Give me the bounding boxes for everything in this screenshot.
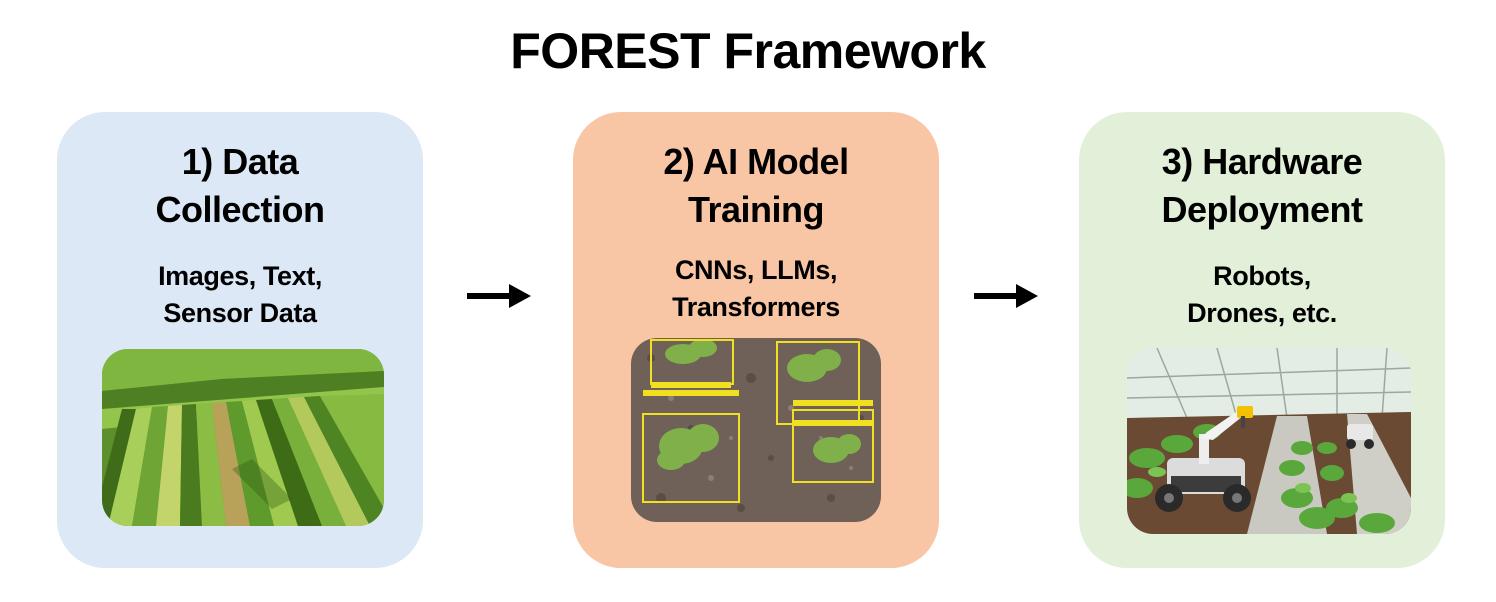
- diagram-title: FOREST Framework: [510, 23, 986, 79]
- step-title: 2) AI Model Training: [573, 138, 939, 234]
- step-subtitle-line: Sensor Data: [163, 298, 317, 328]
- step-title-line: Deployment: [1161, 189, 1363, 230]
- step-subtitle-line: Drones, etc.: [1187, 298, 1337, 328]
- arrow-right-icon: [974, 281, 1038, 311]
- step-subtitle-line: Robots,: [1213, 261, 1311, 291]
- step-subtitle: Robots, Drones, etc.: [1079, 258, 1445, 332]
- arrow-right-icon: [467, 281, 531, 311]
- step-title-line: 3) Hardware: [1161, 141, 1363, 182]
- greenhouse-robot-photo: [1127, 348, 1411, 534]
- step-title: 1) Data Collection: [57, 138, 423, 234]
- aerial-farmland-photo: [102, 349, 384, 526]
- step-title-line: 2) AI Model: [663, 141, 849, 182]
- step-subtitle-line: Images, Text,: [158, 261, 322, 291]
- step-subtitle: Images, Text, Sensor Data: [57, 258, 423, 332]
- step-subtitle: CNNs, LLMs, Transformers: [573, 252, 939, 326]
- step-card-data-collection: 1) Data Collection Images, Text, Sensor …: [57, 112, 423, 568]
- step-title: 3) Hardware Deployment: [1079, 138, 1445, 234]
- step-card-hardware-deployment: 3) Hardware Deployment Robots, Drones, e…: [1079, 112, 1445, 568]
- step-subtitle-line: Transformers: [672, 292, 840, 322]
- step-card-ai-model-training: 2) AI Model Training CNNs, LLMs, Transfo…: [573, 112, 939, 568]
- step-title-line: 1) Data: [181, 141, 299, 182]
- step-title-line: Training: [687, 189, 825, 230]
- step-title-line: Collection: [155, 189, 325, 230]
- step-subtitle-line: CNNs, LLMs,: [674, 255, 838, 285]
- lettuce-detection-photo: [631, 338, 881, 522]
